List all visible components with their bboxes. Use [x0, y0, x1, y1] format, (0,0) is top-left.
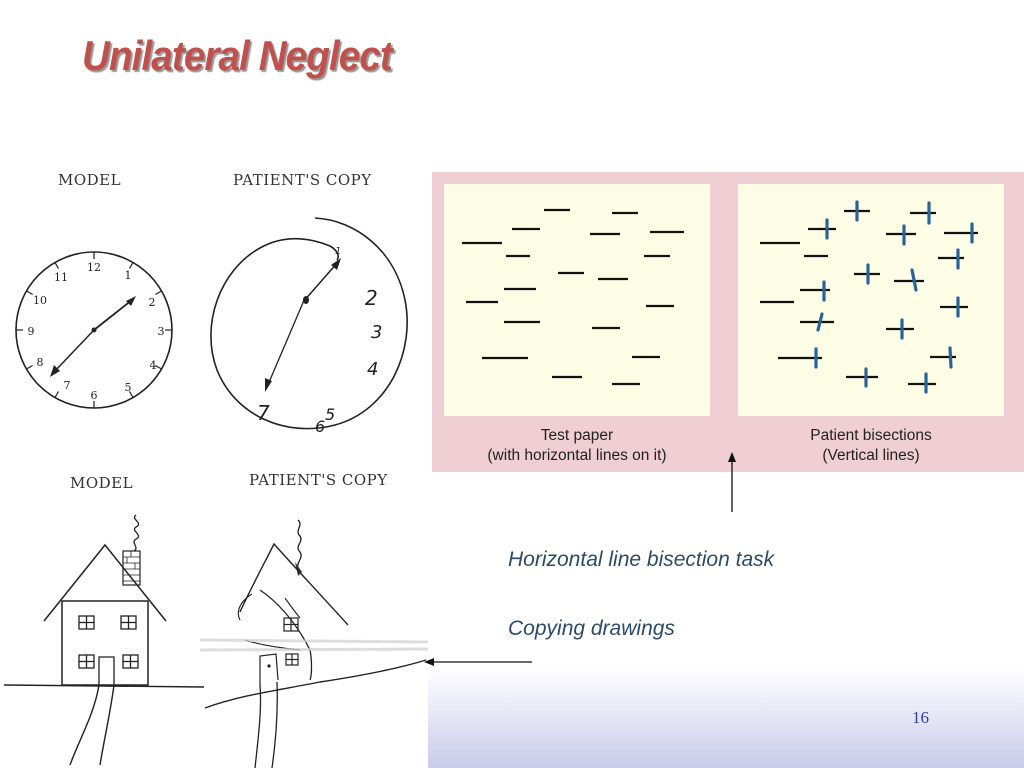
clock-numeral: 5 — [125, 381, 132, 394]
footer-gradient — [428, 668, 1024, 768]
clock-numeral: 1 — [335, 246, 341, 257]
house-copy-label: PATIENT'S COPY — [249, 471, 388, 489]
test-paper-panel — [444, 184, 710, 416]
model-clock-drawing: 12 1 2 3 4 5 6 7 8 9 10 11 — [14, 244, 180, 410]
patient-bisections-caption-line1: Patient bisections — [810, 427, 932, 444]
patient-clock-drawing: 1 2 3 4 5 6 7 — [205, 210, 420, 440]
patient-bisection-lines — [760, 200, 978, 394]
clock-numeral: 2 — [365, 286, 378, 310]
clock-numeral: 4 — [367, 359, 378, 380]
clock-numeral: 2 — [149, 296, 156, 309]
clock-numeral: 3 — [371, 322, 382, 343]
clock-model-label: MODEL — [58, 171, 122, 189]
clock-numeral: 7 — [257, 401, 270, 425]
patient-bisections-caption: Patient bisections (Vertical lines) — [738, 426, 1004, 466]
clock-numeral: 7 — [64, 379, 71, 392]
clock-numeral: 10 — [33, 294, 47, 307]
clock-numeral: 11 — [54, 271, 68, 284]
model-house-drawing — [4, 505, 204, 768]
clock-numeral: 9 — [28, 325, 35, 338]
clock-copy-label: PATIENT'S COPY — [233, 171, 372, 189]
left-arrow-icon — [424, 654, 534, 675]
patient-bisections-panel — [738, 184, 1004, 416]
clock-numeral: 12 — [87, 261, 101, 274]
clock-numeral: 8 — [37, 356, 44, 369]
patient-bisections-caption-line2: (Vertical lines) — [822, 447, 920, 464]
line-bisection-figure: Test paper (with horizontal lines on it)… — [432, 172, 1024, 472]
task-line-bisection: Horizontal line bisection task — [508, 548, 775, 571]
clock-numeral: 1 — [125, 269, 132, 282]
clock-numeral: 5 — [325, 405, 335, 424]
test-paper-lines — [462, 208, 684, 386]
task-copying-drawings: Copying drawings — [508, 617, 675, 640]
up-arrow-icon — [724, 452, 740, 519]
test-paper-caption: Test paper (with horizontal lines on it) — [444, 426, 710, 466]
test-paper-caption-line2: (with horizontal lines on it) — [487, 447, 667, 464]
house-model-label: MODEL — [70, 474, 134, 492]
page-number: 16 — [912, 708, 929, 727]
clock-numeral: 4 — [150, 359, 157, 372]
slide-title: Unilateral Neglect — [82, 32, 393, 79]
clock-numeral: 6 — [315, 417, 325, 436]
clock-numeral: 3 — [158, 325, 165, 338]
test-paper-caption-line1: Test paper — [540, 427, 614, 444]
patient-house-drawing — [200, 500, 428, 768]
clock-numeral: 6 — [91, 389, 98, 402]
